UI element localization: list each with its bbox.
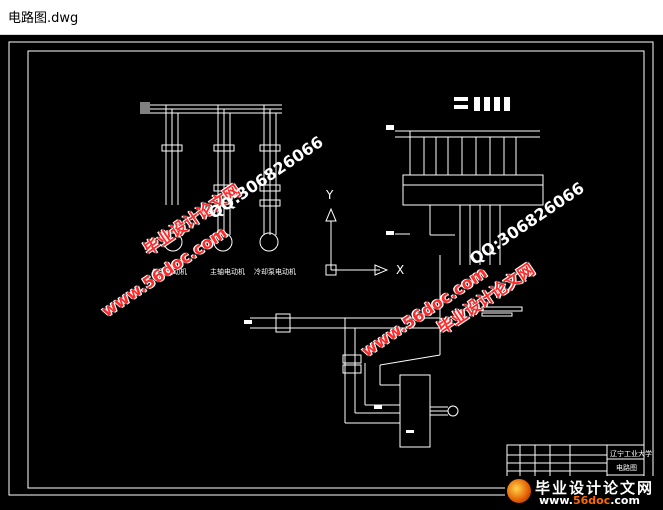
control-circuit: [250, 255, 459, 448]
plc-circuit: [395, 130, 544, 317]
brand-logo-icon: [507, 479, 531, 503]
motor-label-3: 冷却泵电动机: [254, 268, 296, 276]
motor-label-2: 主轴电动机: [210, 268, 245, 276]
brand-badge: 毕业设计论文网 www.56doc.com: [505, 476, 663, 510]
inner-frame: [27, 50, 645, 489]
brand-name: 毕业设计论文网: [535, 479, 655, 497]
ucs-icon: [325, 207, 389, 276]
window-title: 电路图.dwg: [8, 11, 79, 26]
outer-frame: [8, 41, 654, 496]
drawing-canvas[interactable]: Y X 气泵电动机 主轴电动机 冷却泵电动机 辽宁工业大学 电路图 www.56…: [0, 35, 663, 510]
brand-url: www.56doc.com: [539, 494, 640, 507]
cad-drawing: [8, 41, 654, 496]
title-block-drawing-name: 电路图: [616, 464, 637, 472]
axis-y-label: Y: [326, 188, 334, 202]
title-block-school: 辽宁工业大学: [610, 450, 652, 458]
motor-label-1: 气泵电动机: [152, 268, 187, 276]
axis-x-label: X: [396, 263, 405, 277]
inverter-module: [399, 374, 431, 448]
plc-module: [402, 174, 544, 206]
motor-circuit: [140, 102, 282, 252]
window-titlebar: 电路图.dwg: [0, 0, 663, 35]
